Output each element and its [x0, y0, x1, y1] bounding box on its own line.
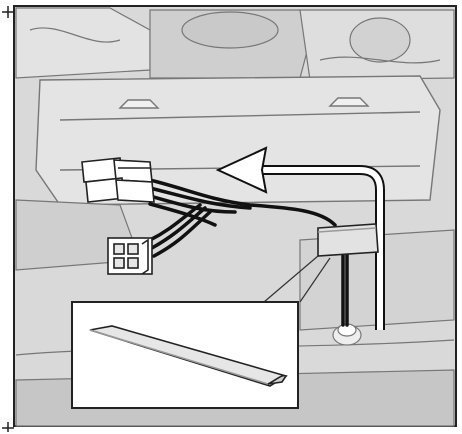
callout-lines — [263, 255, 331, 303]
connector-icon — [81, 157, 155, 275]
tape-icon — [89, 325, 288, 387]
wire-harness — [148, 178, 349, 327]
engine-bay — [15, 7, 455, 81]
tape-inset — [71, 301, 299, 409]
routing-arrow-icon — [215, 146, 385, 330]
tape-wrap — [317, 223, 379, 257]
